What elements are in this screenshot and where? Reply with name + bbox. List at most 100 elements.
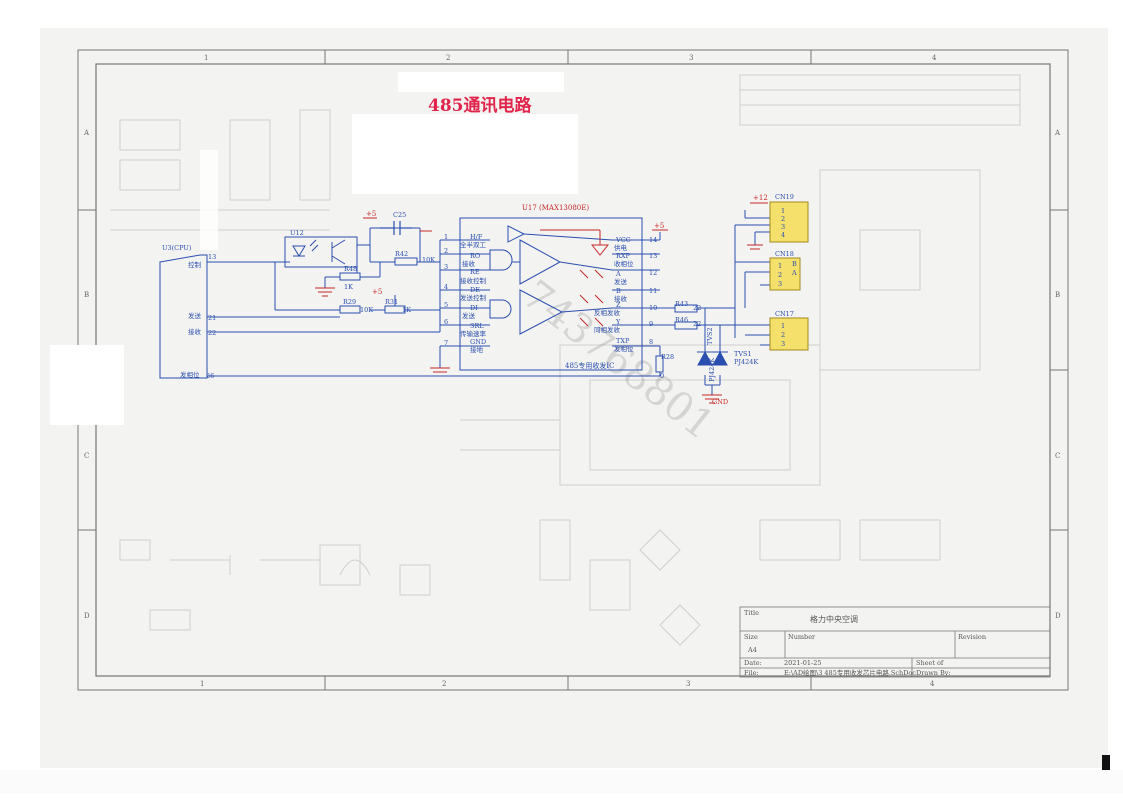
grid-row-a-right: A (1054, 129, 1061, 137)
title-block-title: 格力中央空调 (810, 614, 858, 624)
c25-label: C25 (393, 211, 406, 219)
svg-text:Date:: Date: (744, 659, 762, 667)
resistor-r31 (384, 305, 406, 314)
grid-col-1-bottom: 1 (200, 680, 204, 688)
svg-text:发送: 发送 (188, 311, 202, 320)
cn19-pin: 2 (781, 215, 785, 223)
grid-col-3-top: 3 (689, 54, 693, 62)
svg-text:1K: 1K (402, 306, 411, 314)
svg-text:Title: Title (744, 609, 759, 617)
svg-text:接收: 接收 (614, 294, 628, 303)
cn19-pin: 3 (781, 223, 785, 231)
cn18-pin: 1 (778, 262, 782, 270)
title-block (739, 606, 1051, 678)
svg-text:Size: Size (744, 633, 758, 641)
cn17-pin: 1 (781, 322, 785, 330)
r46-label: R46 (675, 316, 688, 324)
svg-text:GND: GND (470, 338, 486, 346)
svg-text:全半双工: 全半双工 (460, 240, 487, 249)
optocoupler-u12 (292, 239, 346, 265)
tvs1-label: TVS1 (734, 350, 752, 358)
power-label-5v: +5 (654, 222, 664, 230)
svg-text:1K: 1K (344, 283, 353, 291)
svg-text:供电: 供电 (614, 243, 628, 252)
ic-logic (489, 225, 613, 335)
svg-text:VCC: VCC (615, 236, 631, 244)
resistor-r42 (394, 257, 418, 266)
svg-text:TXP: TXP (616, 337, 630, 345)
r48-label: R48 (344, 265, 357, 273)
svg-text:RXP: RXP (616, 252, 631, 260)
resistor-r28 (655, 355, 664, 373)
grid-row-a-left: A (83, 129, 90, 137)
grid-row-d-right: D (1055, 612, 1061, 620)
svg-text:6: 6 (444, 318, 448, 326)
svg-text:1: 1 (444, 233, 448, 241)
svg-text:SRL: SRL (470, 322, 484, 330)
power-label-5v: +5 (366, 210, 376, 218)
svg-text:收相位: 收相位 (614, 259, 634, 268)
grid-row-b-left: B (84, 291, 89, 299)
svg-text:21: 21 (208, 314, 216, 322)
redaction-box (352, 114, 578, 194)
cn18-label: A (791, 269, 797, 277)
svg-text:Sheet of: Sheet of (916, 659, 944, 667)
r31-label: R31 (385, 298, 398, 306)
ic-internal-red (540, 229, 610, 327)
power-label-12v: +12 (753, 194, 768, 202)
tvs1-diode (712, 350, 728, 366)
grid-col-1-top: 1 (204, 54, 208, 62)
svg-text:7: 7 (444, 339, 448, 347)
ground-symbols (315, 230, 763, 404)
svg-text:发相位: 发相位 (614, 344, 634, 353)
svg-text:14: 14 (649, 236, 657, 244)
svg-text:8: 8 (649, 338, 653, 346)
svg-text:9: 9 (649, 320, 653, 328)
ic-labels: U17 (MAX13080E) 485专用收发IC (522, 204, 614, 370)
grid-col-2-bottom: 2 (442, 680, 446, 688)
gnd-label: GND (712, 398, 728, 406)
connector-labels: CN19 1 2 3 4 CN18 1 2 3 B A CN17 1 2 3 (775, 193, 797, 348)
svg-text:10K: 10K (422, 256, 435, 264)
svg-text:13: 13 (649, 252, 657, 260)
svg-text:Y: Y (615, 318, 621, 326)
svg-text:13: 13 (208, 253, 216, 261)
connector-cn19 (769, 201, 809, 243)
title-block-text: Title 格力中央空调 Size A4 Number Revision Dat… (744, 609, 986, 677)
grid-row-b-right: B (1055, 291, 1060, 299)
svg-text:3: 3 (444, 263, 448, 271)
svg-text:接收控制: 接收控制 (460, 276, 487, 285)
svg-text:22: 22 (693, 304, 701, 312)
svg-text:RE: RE (470, 268, 480, 276)
r29-label: R29 (343, 298, 356, 306)
wires (159, 210, 770, 395)
svg-text:接收: 接收 (188, 327, 202, 336)
svg-text:5: 5 (444, 301, 448, 309)
svg-text:4: 4 (444, 283, 448, 291)
cpu-ref: U3(CPU) (162, 244, 192, 252)
resistors (339, 257, 698, 373)
connector-cn18 (769, 257, 801, 291)
grid-row-c-right: C (1055, 452, 1060, 460)
resistor-r46 (674, 321, 698, 330)
cn17-pin: 2 (781, 331, 785, 339)
connector-cn17 (769, 317, 809, 351)
svg-text:传输速率: 传输速率 (460, 329, 487, 338)
svg-text:RO: RO (470, 252, 480, 260)
resistor-r29 (339, 305, 361, 314)
resistor-r48 (339, 272, 361, 281)
ghost-circuit (110, 74, 1021, 646)
svg-text:File:: File: (744, 669, 759, 677)
power-label-5v: +5 (372, 288, 382, 296)
svg-text:发送: 发送 (614, 277, 628, 286)
svg-text:H/F: H/F (470, 233, 483, 241)
cn18-pin: 3 (778, 280, 782, 288)
svg-text:发相位: 发相位 (180, 370, 200, 379)
power-labels: +5 +5 +5 +12 (363, 194, 768, 296)
svg-text:发送: 发送 (462, 311, 476, 320)
svg-text:10K: 10K (360, 306, 373, 314)
svg-text:Revision: Revision (958, 633, 986, 641)
